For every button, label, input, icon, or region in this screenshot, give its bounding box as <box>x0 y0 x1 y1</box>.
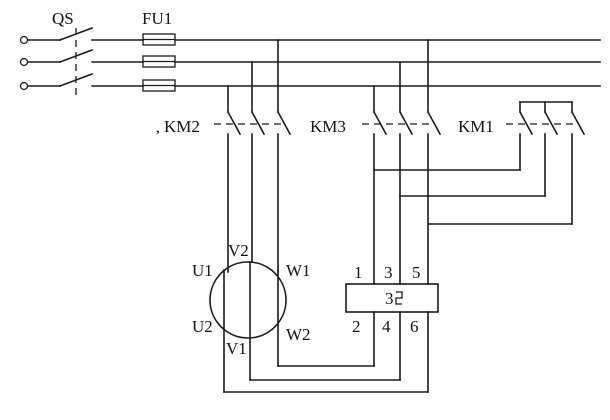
terminal-u1-label: U1 <box>192 261 213 280</box>
input-terminal-l1 <box>19 35 29 45</box>
terminal-4-label: 4 <box>382 317 391 336</box>
motor-winding-circle <box>209 261 287 339</box>
terminal-w1-label: W1 <box>286 261 311 280</box>
terminal-1-label: 1 <box>354 263 363 282</box>
km1-label: KM1 <box>458 117 494 136</box>
qs-label: QS <box>52 9 74 28</box>
fu1-label: FU1 <box>142 9 172 28</box>
terminal-5-label: 5 <box>412 263 421 282</box>
fu1-fuses: FU1 <box>142 9 176 92</box>
thermal-relay: 3 1 3 5 2 4 6 <box>345 263 439 336</box>
terminal-v1-label: V1 <box>226 339 247 358</box>
busbars <box>174 39 601 87</box>
terminal-6-label: 6 <box>410 317 419 336</box>
thermal-relay-symbol <box>395 291 403 305</box>
km1-output-wiring <box>373 133 573 225</box>
km2-prefix: , <box>156 119 160 136</box>
thermal-relay-body <box>345 283 439 313</box>
km1-contactor: KM1 <box>458 101 586 136</box>
terminal-2-label: 2 <box>352 317 361 336</box>
return-wiring <box>223 311 429 393</box>
terminal-v2-label: V2 <box>228 241 249 260</box>
terminal-u2-label: U2 <box>192 317 213 336</box>
input-terminal-l2 <box>19 57 29 67</box>
qs-isolator: QS <box>19 9 94 100</box>
km3-contactor: KM3 <box>310 39 442 136</box>
input-terminal-l3 <box>19 81 29 91</box>
terminal-3-label: 3 <box>384 263 393 282</box>
km3-label: KM3 <box>310 117 346 136</box>
terminal-w2-label: W2 <box>286 325 311 344</box>
km2-label: KM2 <box>164 117 200 136</box>
motor: U1 V2 W1 U2 V1 W2 <box>192 241 311 393</box>
km2-contactor: , KM2 <box>156 39 292 136</box>
thermal-relay-mark: 3 <box>385 289 394 308</box>
